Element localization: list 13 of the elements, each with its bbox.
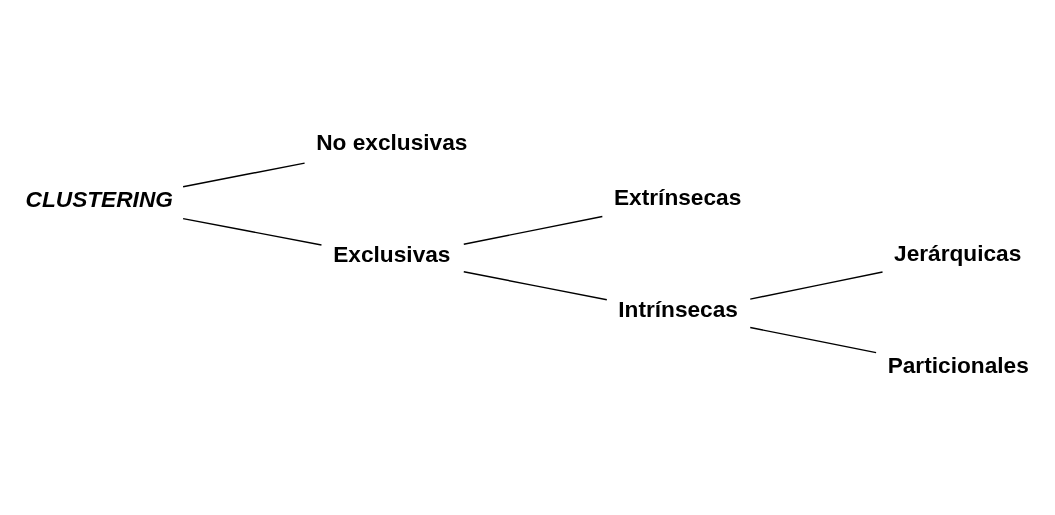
node-text: CLUSTERING [25,185,173,212]
node-text: No exclusivas [316,129,468,156]
connector [463,215,604,245]
node-text: Extrínsecas [613,184,742,211]
node-text: Jerárquicas [894,239,1022,266]
connector [749,326,877,354]
connector [463,271,608,301]
connector [182,162,306,188]
connector [749,271,884,300]
node-text: Exclusivas [333,241,451,268]
node-text: Intrínsecas [618,296,738,323]
node-text: Particionales [887,351,1029,378]
connector [182,217,323,246]
